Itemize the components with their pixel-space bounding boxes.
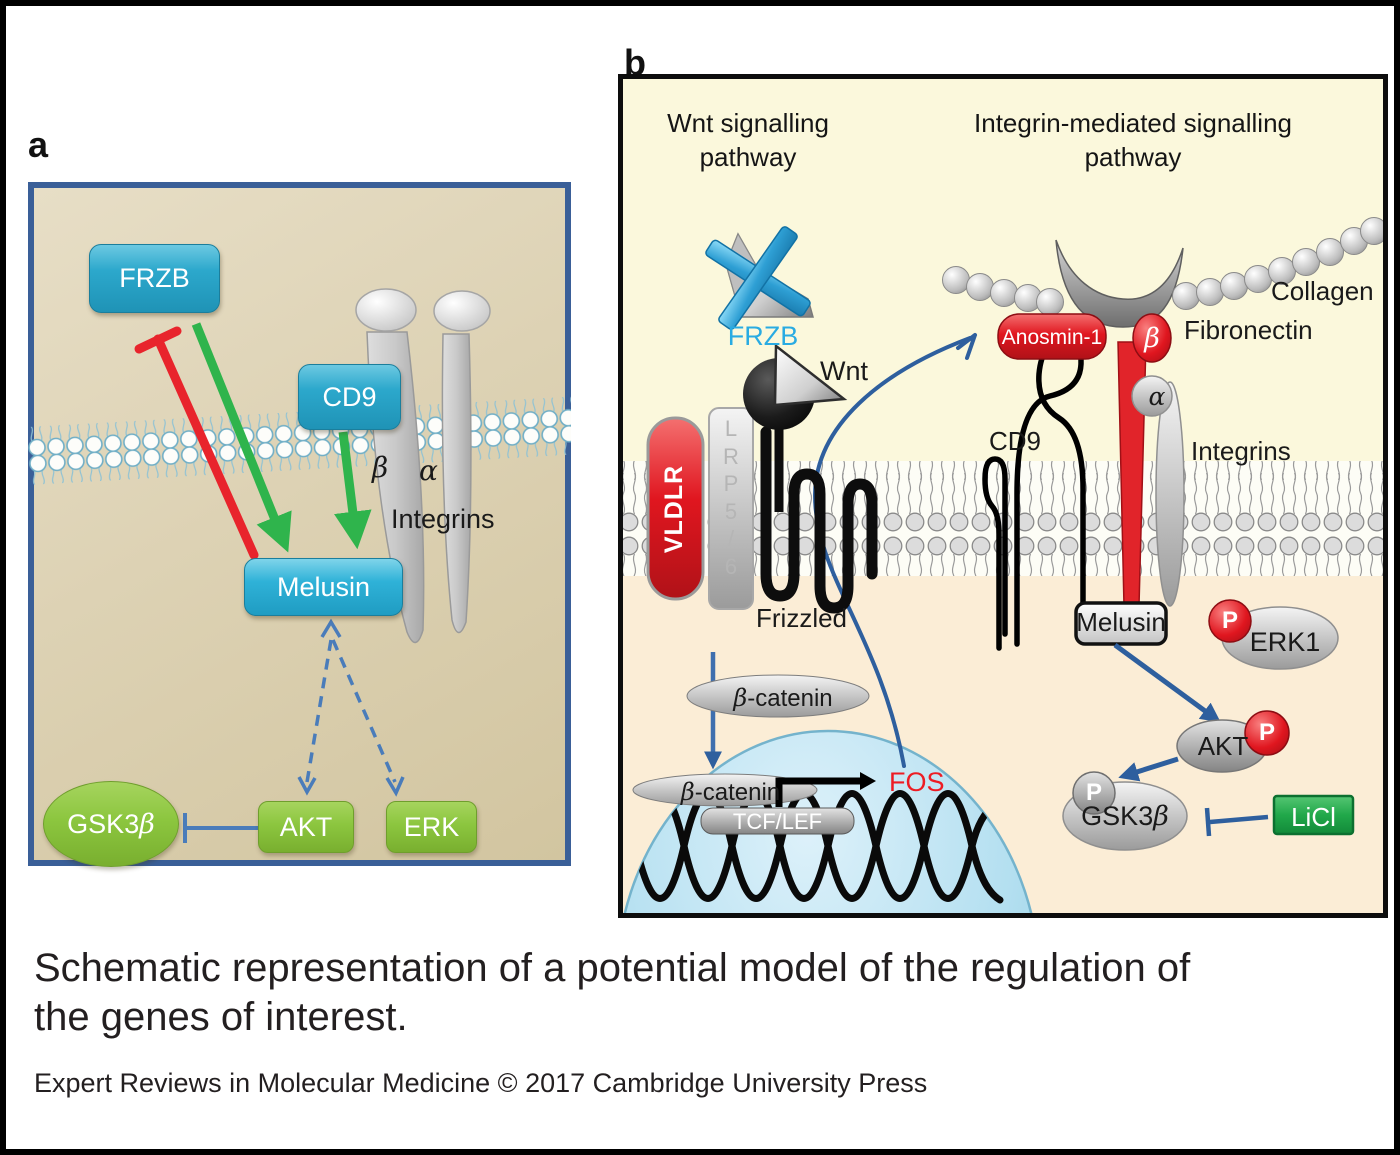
akt-box: AKT <box>258 801 354 853</box>
fibronectin-label: Fibronectin <box>1184 315 1313 345</box>
activation-arrow-frzb-melusin <box>191 322 292 553</box>
collagen-beads <box>942 217 1383 316</box>
lrp56-label: L R P 5 / 6 <box>723 416 739 579</box>
activation-arrow-cd9-melusin <box>334 431 372 550</box>
panel-b-graphics <box>623 217 1383 913</box>
gsk3b-phosphate <box>1072 771 1116 815</box>
transcription-arrow <box>775 772 876 807</box>
figure-caption: Schematic representation of a potential … <box>34 946 1191 1039</box>
inhibition-line-akt-gsk3b <box>183 813 258 843</box>
melusin-label-b: Melusin <box>1076 607 1166 637</box>
tcf-lef-bar <box>700 807 855 835</box>
integrin-alpha-body <box>1155 381 1185 607</box>
integrin-beta-subunit-shape <box>1132 313 1172 363</box>
figure-credit: Expert Reviews in Molecular Medicine © 2… <box>34 1068 928 1098</box>
fos-label: FOS <box>889 767 945 797</box>
inhibition-line-red <box>134 326 259 560</box>
frzb-crossed-icon <box>705 226 814 330</box>
integrins-label: Integrins <box>391 504 495 534</box>
beta-catenin-label-nucleus: β-catenin <box>680 778 781 806</box>
gsk3b-ellipse: GSK3β <box>43 781 179 867</box>
akt-label: AKT <box>279 811 333 842</box>
integrin-alpha-shape <box>433 290 491 634</box>
erk-box: ERK <box>386 801 477 853</box>
anosmin-shape <box>997 313 1107 360</box>
akt-label-b: AKT <box>1197 731 1249 761</box>
akt-p-label: P <box>1258 719 1275 746</box>
erk-label: ERK <box>403 811 460 842</box>
lrp56-shape <box>708 407 754 610</box>
melusin-label: Melusin <box>276 571 371 602</box>
frizzled-label: Frizzled <box>756 603 848 633</box>
cd9-label: CD9 <box>322 381 377 412</box>
gsk3b-label: GSK3β <box>67 808 155 840</box>
tcf-lef-label: TCF/LEF <box>732 809 823 834</box>
gsk3b-label-b: GSK3β <box>1081 801 1169 832</box>
beta-catenin-label-cytoplasm: β-catenin <box>733 684 833 712</box>
cd9-label-b: CD9 <box>989 426 1042 456</box>
erk1-phosphate <box>1208 599 1252 643</box>
panel-a: FRZB CD9 Melusin AKT ERK GSK3β β α Integ… <box>28 182 571 867</box>
vldlr-label: VLDLR <box>660 464 688 554</box>
collagen-label: Collagen <box>1271 276 1374 306</box>
frzb-label-b: FRZB <box>727 321 799 351</box>
integrin-beta-label-b: β <box>1144 323 1160 354</box>
wnt-label: Wnt <box>820 356 869 386</box>
dashed-signal-arrows <box>297 618 405 797</box>
integrins-label-b: Integrins <box>1191 436 1291 466</box>
integrin-alpha-label: α <box>419 454 438 487</box>
integrin-beta-label: β <box>372 451 389 484</box>
licl-inhibition-line <box>1204 807 1269 837</box>
cd9-box: CD9 <box>298 364 401 430</box>
melusin-akt-arrow <box>1113 642 1221 723</box>
vldlr-shape <box>646 416 705 601</box>
akt-gsk3b-arrow <box>1118 756 1179 782</box>
beta-catenin-shape-nucleus <box>632 773 818 807</box>
frzb-label: FRZB <box>119 263 190 293</box>
licl-label: LiCl <box>1291 802 1336 832</box>
erk1-label: ERK1 <box>1249 627 1321 657</box>
melusin-shape-b <box>1074 601 1168 646</box>
beta-catenin-shape-cytoplasm <box>686 674 870 718</box>
gsk3b-p-label: P <box>1085 779 1102 806</box>
erk1-p-label: P <box>1221 607 1238 634</box>
panel-a-label: a <box>28 124 49 165</box>
panel-b: Wnt signalling pathway Integrin-mediated… <box>618 74 1388 918</box>
integrin-alpha-head <box>1131 375 1173 417</box>
integrin-pathway-heading: Integrin-mediated signalling pathway <box>974 108 1292 172</box>
anosmin-label: Anosmin-1 <box>1001 326 1103 349</box>
melusin-box: Melusin <box>244 558 403 616</box>
integrin-alpha-label-b: α <box>1148 382 1166 411</box>
panel-b-label: b <box>624 42 646 83</box>
wnt-pathway-heading: Wnt signalling pathway <box>667 108 829 172</box>
wnt-ligand-triangle <box>773 343 848 407</box>
frzb-box: FRZB <box>89 244 220 313</box>
frizzled-receptor-shape <box>760 426 878 614</box>
akt-phosphate <box>1244 710 1290 756</box>
licl-shape <box>1272 794 1355 836</box>
